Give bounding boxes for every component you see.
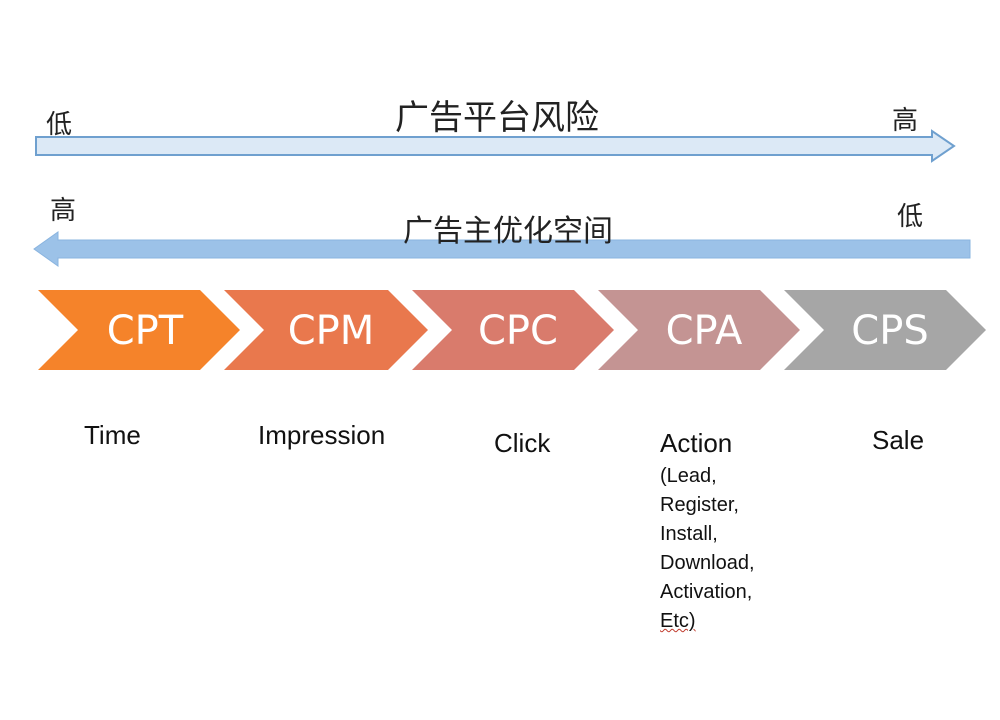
stage-desc-time: Time	[84, 420, 141, 450]
action-details-list: (Lead, Register, Install, Download, Acti…	[660, 462, 755, 636]
chevron-cpa-label: CPA	[666, 308, 743, 354]
action-detail-item: Download,	[660, 552, 755, 574]
chevron-cpm	[224, 290, 428, 370]
action-detail-item: Activation,	[660, 581, 753, 603]
advertiser-optimization-high-label: 高	[50, 196, 77, 226]
platform-risk-low-label: 低	[46, 110, 73, 140]
stage-desc-sale: Sale	[872, 425, 925, 455]
action-detail-item: Register,	[660, 494, 739, 516]
stage-desc-action: Action	[660, 428, 733, 458]
advertiser-optimization-arrow	[33, 231, 971, 267]
chevron-cps-label: CPS	[851, 308, 928, 354]
chevron-cpc	[412, 290, 614, 370]
platform-risk-high-label: 高	[892, 106, 919, 136]
chevron-cpt	[38, 290, 240, 370]
action-detail-item: Install,	[660, 523, 718, 545]
chevron-cps	[784, 290, 986, 370]
chevron-cpa	[598, 290, 800, 370]
advertiser-optimization-low-label: 低	[897, 202, 924, 232]
action-detail-item: (Lead,	[660, 465, 717, 487]
action-detail-item: Etc)	[660, 610, 696, 632]
stage-desc-click: Click	[494, 428, 551, 458]
stage-desc-impression: Impression	[258, 420, 386, 450]
platform-risk-arrow	[35, 129, 956, 163]
advertiser-optimization-title: 广告主优化空间	[403, 214, 613, 249]
chevron-cpc-label: CPC	[478, 308, 558, 354]
chevron-cpm-label: CPM	[288, 308, 375, 354]
platform-risk-title: 广告平台风险	[395, 98, 599, 138]
chevron-cpt-label: CPT	[107, 308, 184, 354]
